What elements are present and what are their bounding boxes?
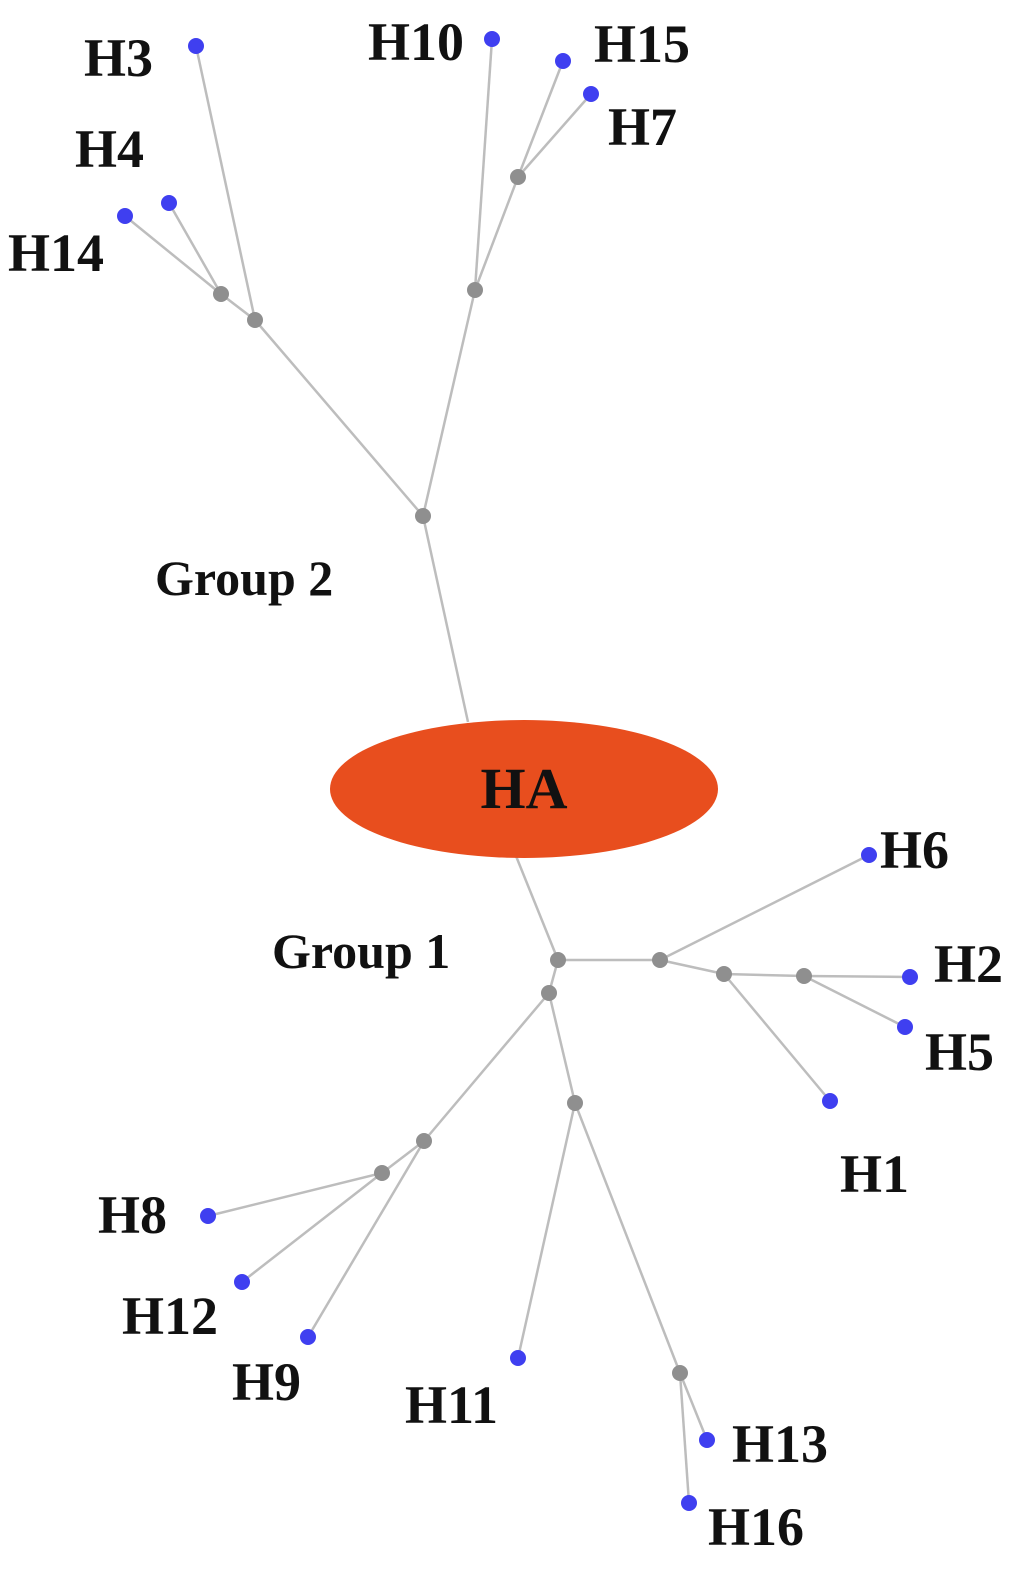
leaf-node-h7 bbox=[583, 86, 599, 102]
leaf-node-h3 bbox=[188, 38, 204, 54]
tree-edge bbox=[241, 1172, 383, 1283]
tree-edge bbox=[421, 289, 477, 517]
internal-node bbox=[467, 282, 483, 298]
internal-node bbox=[541, 985, 557, 1001]
leaf-node-h2 bbox=[902, 969, 918, 985]
root-node-ha bbox=[330, 720, 718, 858]
tree-edges bbox=[124, 38, 911, 1504]
leaf-label-h11: H11 bbox=[405, 1375, 498, 1435]
tree-edge bbox=[423, 992, 550, 1142]
tree-edge bbox=[167, 202, 223, 295]
leaf-node-h14 bbox=[117, 208, 133, 224]
tree-edge bbox=[473, 176, 520, 291]
internal-node bbox=[247, 312, 263, 328]
leaf-label-h13: H13 bbox=[732, 1414, 828, 1474]
leaf-label-h8: H8 bbox=[98, 1185, 167, 1245]
tree-edge bbox=[254, 319, 424, 517]
tree-edge bbox=[678, 1372, 709, 1441]
tree-edge bbox=[124, 215, 222, 295]
tree-edge bbox=[194, 45, 257, 321]
leaf-label-h14: H14 bbox=[8, 223, 104, 283]
tree-edge bbox=[514, 855, 560, 961]
leaf-label-h5: H5 bbox=[925, 1022, 994, 1082]
tree-edge bbox=[207, 1171, 383, 1218]
internal-node bbox=[716, 966, 732, 982]
tree-edge bbox=[516, 1102, 577, 1359]
tree-edge bbox=[723, 973, 831, 1102]
tree-edge bbox=[659, 958, 725, 976]
tree-edge bbox=[381, 1140, 425, 1174]
tree-edge bbox=[421, 515, 470, 723]
leaf-label-h16: H16 bbox=[708, 1497, 804, 1557]
tree-edge bbox=[573, 1102, 682, 1374]
group-label-group-2: Group 2 bbox=[155, 550, 333, 606]
leaf-node-h6 bbox=[861, 847, 877, 863]
leaf-label-h9: H9 bbox=[232, 1352, 301, 1412]
leaf-label-h15: H15 bbox=[594, 14, 690, 74]
tree-nodes bbox=[117, 31, 918, 1511]
tree-edge bbox=[803, 974, 906, 1029]
tree-edge bbox=[803, 974, 911, 979]
tree-edge bbox=[516, 60, 565, 178]
internal-node bbox=[652, 952, 668, 968]
leaf-node-h8 bbox=[200, 1208, 216, 1224]
leaf-node-h16 bbox=[681, 1495, 697, 1511]
group-label-group-1: Group 1 bbox=[272, 923, 450, 979]
leaf-labels: H3 H4 H14 H10 H15 H7 H6 H2 H5 H1 H8 H12 … bbox=[8, 12, 1003, 1557]
internal-node bbox=[374, 1165, 390, 1181]
leaf-node-h10 bbox=[484, 31, 500, 47]
tree-edge bbox=[306, 1140, 426, 1338]
root-label: HA bbox=[481, 756, 568, 821]
tree-edge bbox=[517, 93, 592, 178]
leaf-node-h15 bbox=[555, 53, 571, 69]
leaf-label-h12: H12 bbox=[122, 1286, 218, 1346]
leaf-label-h7: H7 bbox=[608, 97, 677, 157]
leaf-node-h12 bbox=[234, 1274, 250, 1290]
leaf-label-h2: H2 bbox=[934, 934, 1003, 994]
internal-node bbox=[510, 169, 526, 185]
leaf-label-h6: H6 bbox=[880, 820, 949, 880]
leaf-node-h5 bbox=[897, 1019, 913, 1035]
leaf-node-h1 bbox=[822, 1093, 838, 1109]
leaf-node-h11 bbox=[510, 1350, 526, 1366]
internal-node bbox=[416, 1133, 432, 1149]
tree-edge bbox=[678, 1372, 691, 1504]
leaf-node-h9 bbox=[300, 1329, 316, 1345]
tree-edge bbox=[659, 853, 870, 962]
leaf-label-h3: H3 bbox=[84, 28, 153, 88]
internal-node bbox=[415, 508, 431, 524]
leaf-node-h4 bbox=[161, 195, 177, 211]
internal-node bbox=[213, 286, 229, 302]
internal-node bbox=[550, 952, 566, 968]
leaf-label-h1: H1 bbox=[840, 1144, 909, 1204]
internal-node bbox=[567, 1095, 583, 1111]
tree-edge bbox=[547, 992, 577, 1104]
leaf-node-h13 bbox=[699, 1432, 715, 1448]
leaf-label-h10: H10 bbox=[368, 12, 464, 72]
internal-node bbox=[796, 968, 812, 984]
tree-edge bbox=[723, 972, 805, 978]
internal-node bbox=[672, 1365, 688, 1381]
tree-edge bbox=[473, 38, 494, 291]
leaf-label-h4: H4 bbox=[75, 119, 144, 179]
